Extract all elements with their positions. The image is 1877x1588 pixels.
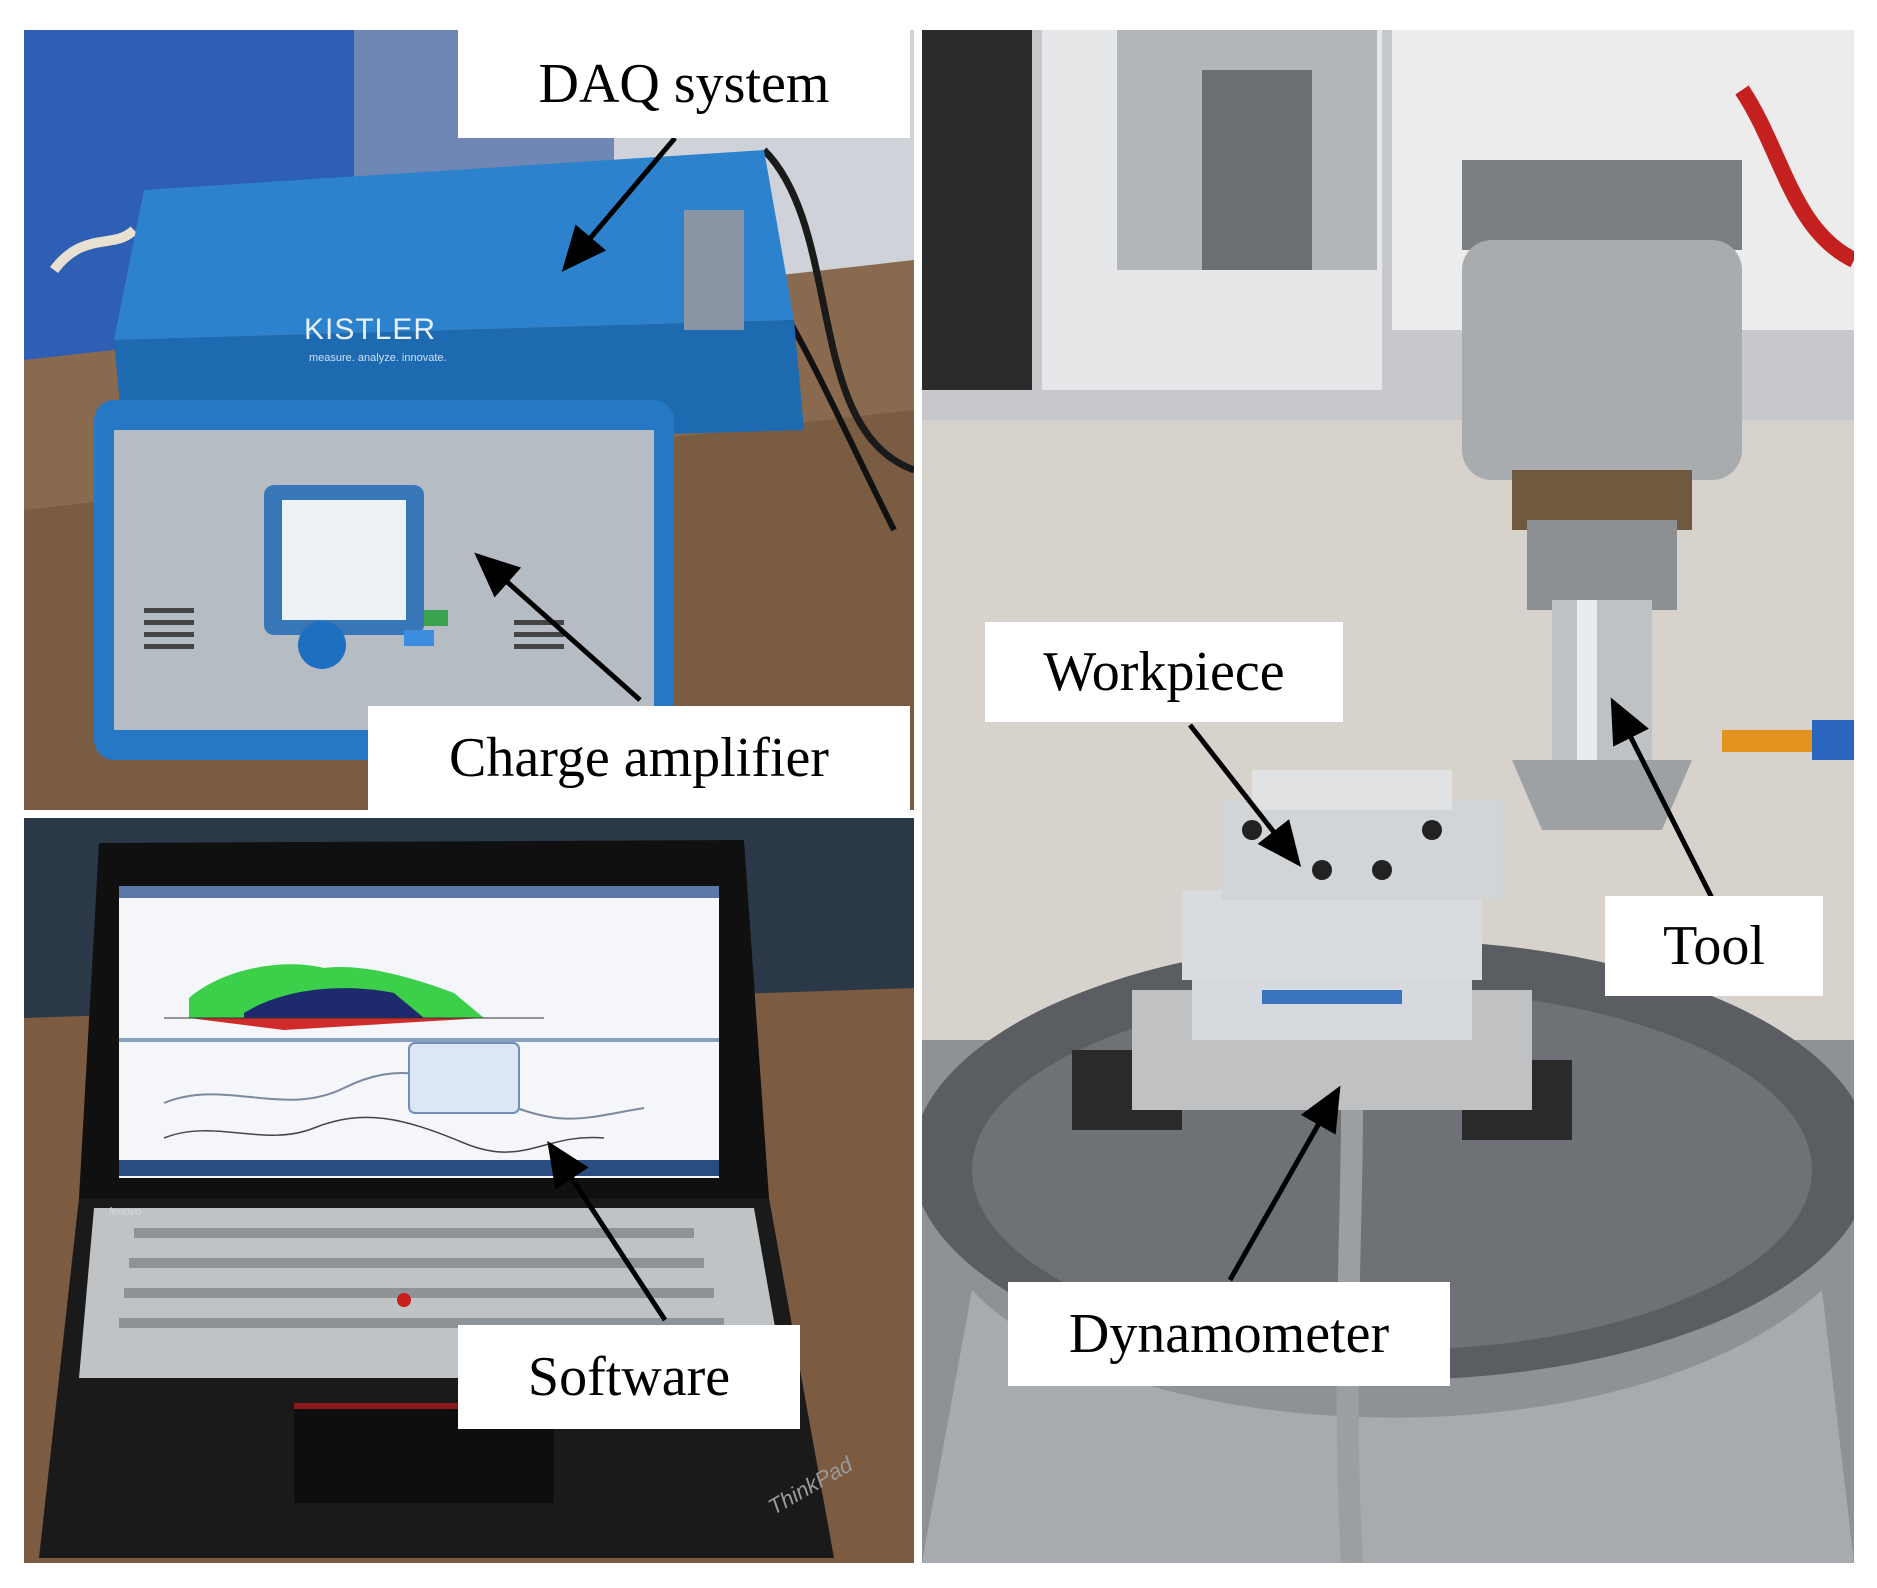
daq-photo	[24, 30, 914, 810]
laptop-photo	[24, 818, 914, 1563]
label-workpiece: Workpiece	[985, 622, 1343, 722]
label-dynamometer: Dynamometer	[1008, 1282, 1450, 1386]
label-software: Software	[458, 1325, 800, 1429]
label-daq-system: DAQ system	[458, 30, 910, 138]
label-charge-amplifier: Charge amplifier	[368, 706, 910, 810]
label-tool: Tool	[1605, 896, 1823, 996]
daq-brand-text: KISTLER	[304, 313, 437, 346]
laptop-brand-text: lenovo	[109, 1206, 142, 1218]
panel-software-laptop: lenovo ThinkPad	[24, 818, 914, 1563]
daq-tagline-text: measure. analyze. innovate.	[309, 352, 447, 364]
panel-daq-charge-amplifier: KISTLER measure. analyze. innovate.	[24, 30, 914, 810]
